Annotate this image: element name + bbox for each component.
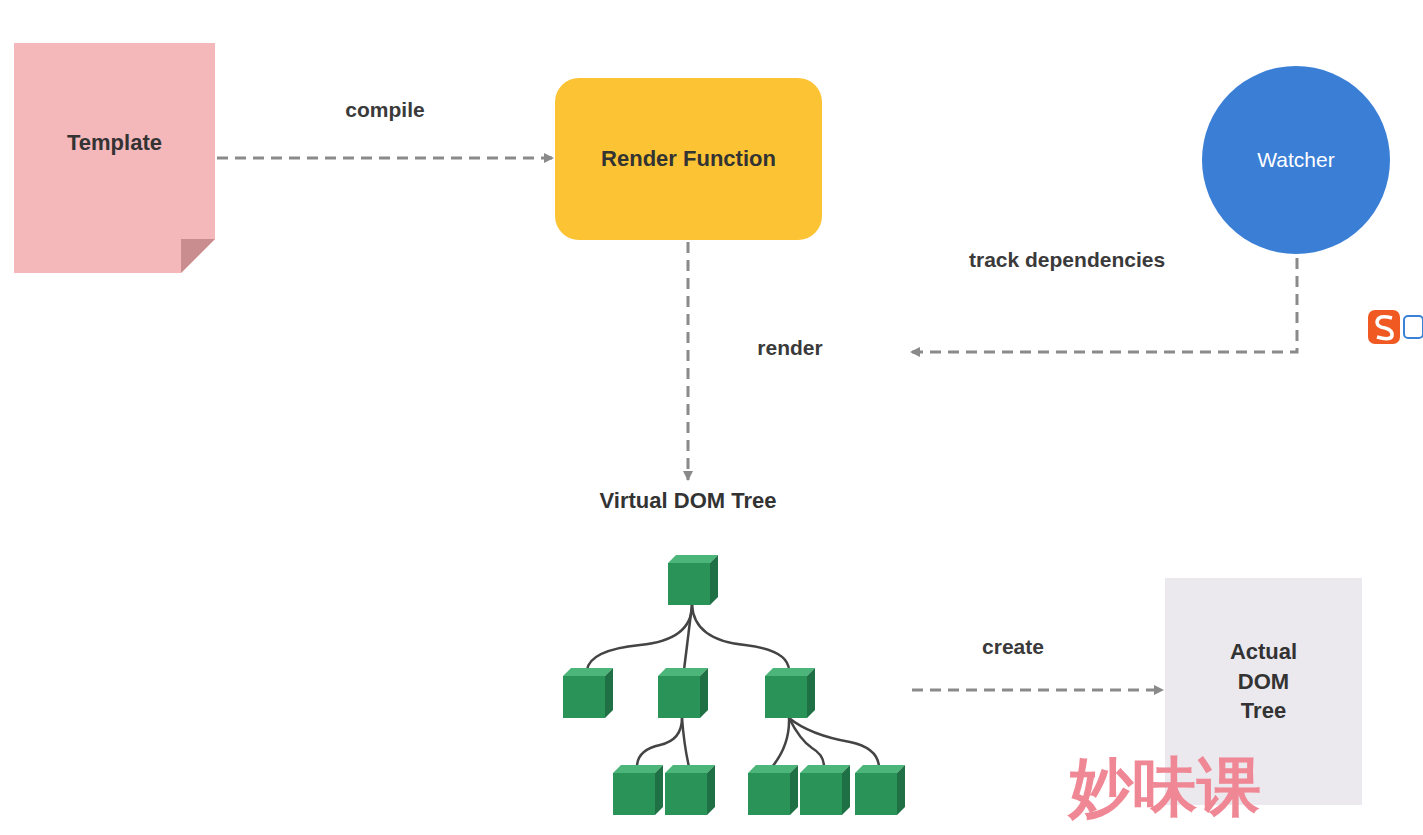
dashed-arrow xyxy=(217,157,553,160)
dashed-arrow xyxy=(912,689,1163,692)
annotation: track dependencies xyxy=(966,248,1168,272)
watermark: 妙味课 xyxy=(1066,744,1264,831)
edge-label: create xyxy=(979,635,1047,659)
tree-branches xyxy=(587,605,879,767)
node-label: Watcher xyxy=(1257,146,1334,174)
dashed-arrow xyxy=(687,242,690,480)
process-box: Template xyxy=(14,43,215,273)
edge-label: render xyxy=(754,336,825,360)
tree-heading: Virtual DOM Tree xyxy=(560,486,816,516)
tray-icon xyxy=(1368,310,1423,344)
node-label: Actual DOM Tree xyxy=(1216,637,1311,726)
tree-cubes xyxy=(563,555,905,815)
watcher-circle: Watcher xyxy=(1202,66,1390,254)
watcher-arrow xyxy=(912,258,1297,352)
process-box: Render Function xyxy=(555,78,822,240)
node-label: Template xyxy=(67,128,162,158)
vdom-group: Virtual DOM Tree xyxy=(560,482,910,822)
paper-outline xyxy=(14,43,215,273)
node-label: Render Function xyxy=(601,144,776,174)
edge-label: compile xyxy=(342,98,427,122)
